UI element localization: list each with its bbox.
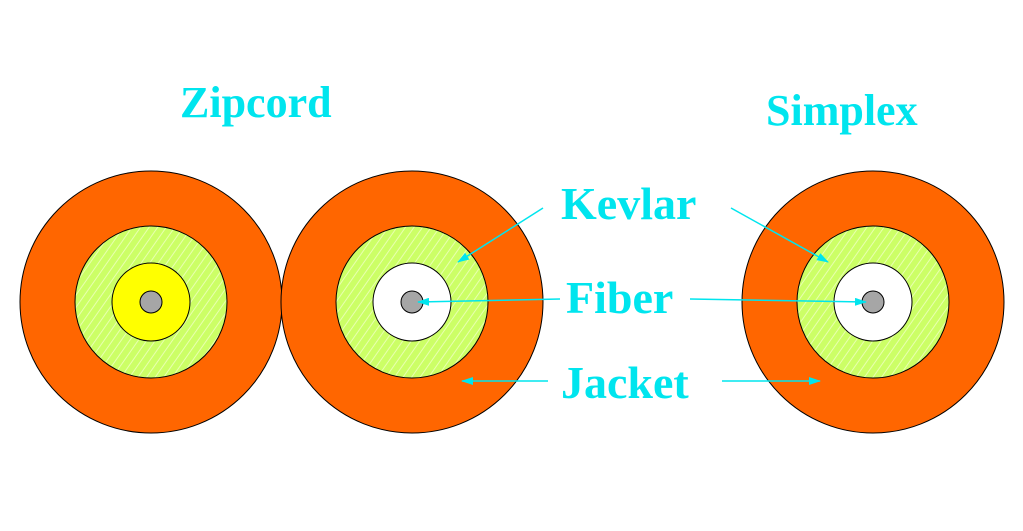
zipcord-title: Zipcord [180, 78, 332, 127]
zipcord-left-fiber-core [139, 290, 163, 314]
zipcord-right-cable [280, 170, 544, 434]
zipcord-left-cable [19, 170, 283, 434]
simplex-title: Simplex [766, 86, 918, 135]
kevlar-label: Kevlar [561, 178, 696, 229]
kevlar-leader-zipcord [457, 207, 544, 263]
fiber-label: Fiber [566, 272, 673, 323]
kevlar-leader-simplex [730, 207, 829, 263]
fiber-leader-zipcord [417, 297, 561, 306]
leader-lines [417, 207, 867, 385]
fiber-leader-simplex [689, 297, 867, 306]
simplex-cable [741, 170, 1005, 434]
jacket-label: Jacket [561, 357, 689, 408]
